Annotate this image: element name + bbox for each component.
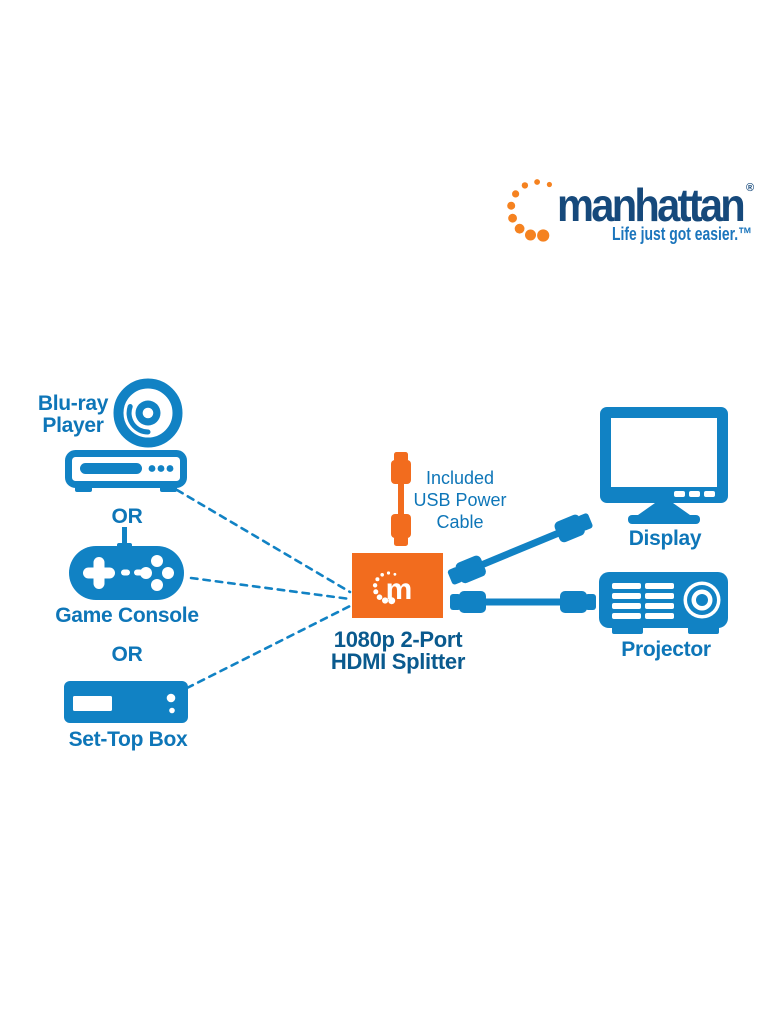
set-top-box-icon <box>64 681 188 723</box>
usb-note-line1: Included <box>425 468 495 488</box>
dashed-connector-set-top-box <box>185 604 352 690</box>
display-icon <box>600 407 728 524</box>
manhattan-wordmark: manhattan <box>557 179 744 231</box>
bluray-label: Blu-ray Player <box>13 393 133 437</box>
hdmi-splitter-box: m <box>352 553 443 618</box>
bluray-player-icon <box>65 450 187 492</box>
set-top-box-label: Set-Top Box <box>68 728 188 751</box>
game-console-label: Game Console <box>55 604 199 627</box>
usb-power-cable-icon <box>391 452 411 546</box>
registered-trademark: ® <box>746 182 754 194</box>
dashed-connector-bluray <box>175 488 352 594</box>
game-console-icon <box>69 527 184 600</box>
usb-note-line2: USB Power <box>413 490 507 510</box>
splitter-title: 1080p 2-Port HDMI Splitter <box>320 629 476 673</box>
splitter-logo: m <box>372 571 413 606</box>
usb-note-line3: Cable <box>436 512 484 532</box>
splitter-title-line2: HDMI Splitter <box>330 649 466 674</box>
splitter-logo-letter: m <box>386 573 413 606</box>
manhattan-logo: manhattan ® Life just got easier.™ <box>507 179 754 244</box>
bluray-label-line1: Blu-ray <box>37 392 109 415</box>
or-separator-2: OR <box>111 643 143 666</box>
projector-icon <box>599 572 728 634</box>
projector-label: Projector <box>621 638 711 661</box>
brand-tagline: Life just got easier.™ <box>612 224 752 244</box>
dashed-connector-game-console <box>189 576 352 601</box>
display-label: Display <box>628 527 702 550</box>
splitter-title-line1: 1080p 2-Port <box>333 627 463 652</box>
usb-cable-note: Included USB Power Cable <box>409 467 511 533</box>
bluray-disc-icon <box>113 378 183 448</box>
bluray-label-line2: Player <box>42 414 104 437</box>
hdmi-cable-display-icon <box>447 513 593 585</box>
or-separator-1: OR <box>111 505 143 528</box>
hdmi-cable-projector-icon <box>450 591 596 613</box>
manhattan-logo-dots-icon <box>507 179 552 242</box>
